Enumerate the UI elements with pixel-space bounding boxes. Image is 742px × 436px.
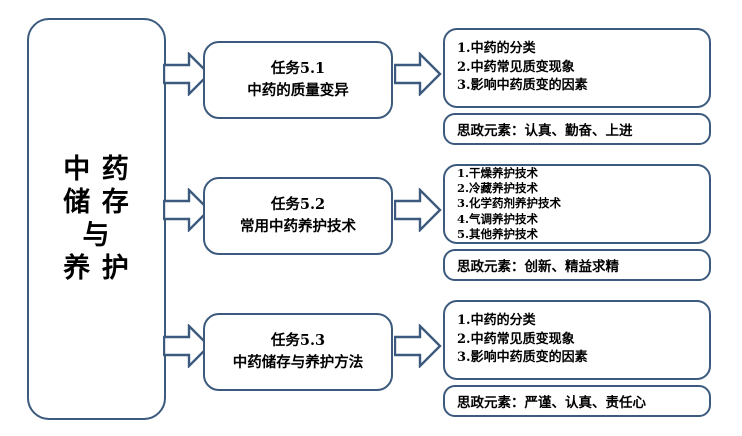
content-node-1-list: 1.中药的分类 2.中药常见质变现象 3.影响中药质变的因素 [457, 41, 588, 94]
content-node-2-list: 1.干燥养护技术 2.冷藏养护技术 3.化学药剂养护技术 4.气调养护技术 5.… [457, 165, 562, 241]
task-node-1-label: 任务5.1 中药的质量变异 [247, 59, 349, 99]
content-node-1: 1.中药的分类 2.中药常见质变现象 3.影响中药质变的因素 [443, 28, 711, 108]
sizheng-node-1-label: 思政元素：认真、勤奋、上进 [457, 123, 633, 139]
arrow-root-to-task-3 [163, 324, 211, 368]
sizheng-node-3-label: 思政元素：严谨、认真、责任心 [457, 395, 646, 411]
task-node-3-label: 任务5.3 中药储存与养护方法 [232, 331, 364, 371]
arrow-task-1-to-content-1 [394, 52, 442, 96]
content-node-3: 1.中药的分类 2.中药常见质变现象 3.影响中药质变的因素 [443, 300, 711, 380]
sizheng-node-1: 思政元素：认真、勤奋、上进 [443, 113, 711, 145]
sizheng-node-3: 思政元素：严谨、认真、责任心 [443, 385, 711, 417]
task-node-1: 任务5.1 中药的质量变异 [203, 41, 393, 119]
content-node-2: 1.干燥养护技术 2.冷藏养护技术 3.化学药剂养护技术 4.气调养护技术 5.… [443, 164, 711, 244]
content-node-3-list: 1.中药的分类 2.中药常见质变现象 3.影响中药质变的因素 [457, 313, 588, 366]
task-node-2: 任务5.2 常用中药养护技术 [203, 177, 393, 255]
arrow-root-to-task-1 [163, 52, 211, 96]
root-node-label: 中 药 储 存 与 养 护 [63, 153, 130, 285]
sizheng-node-2-label: 思政元素：创新、精益求精 [457, 259, 619, 275]
task-node-2-label: 任务5.2 常用中药养护技术 [240, 195, 356, 235]
task-node-3: 任务5.3 中药储存与养护方法 [203, 313, 393, 391]
arrow-task-3-to-content-3 [394, 324, 442, 368]
arrow-task-2-to-content-2 [394, 188, 442, 232]
arrow-root-to-task-2 [163, 188, 211, 232]
root-node: 中 药 储 存 与 养 护 [27, 18, 166, 420]
sizheng-node-2: 思政元素：创新、精益求精 [443, 249, 711, 281]
